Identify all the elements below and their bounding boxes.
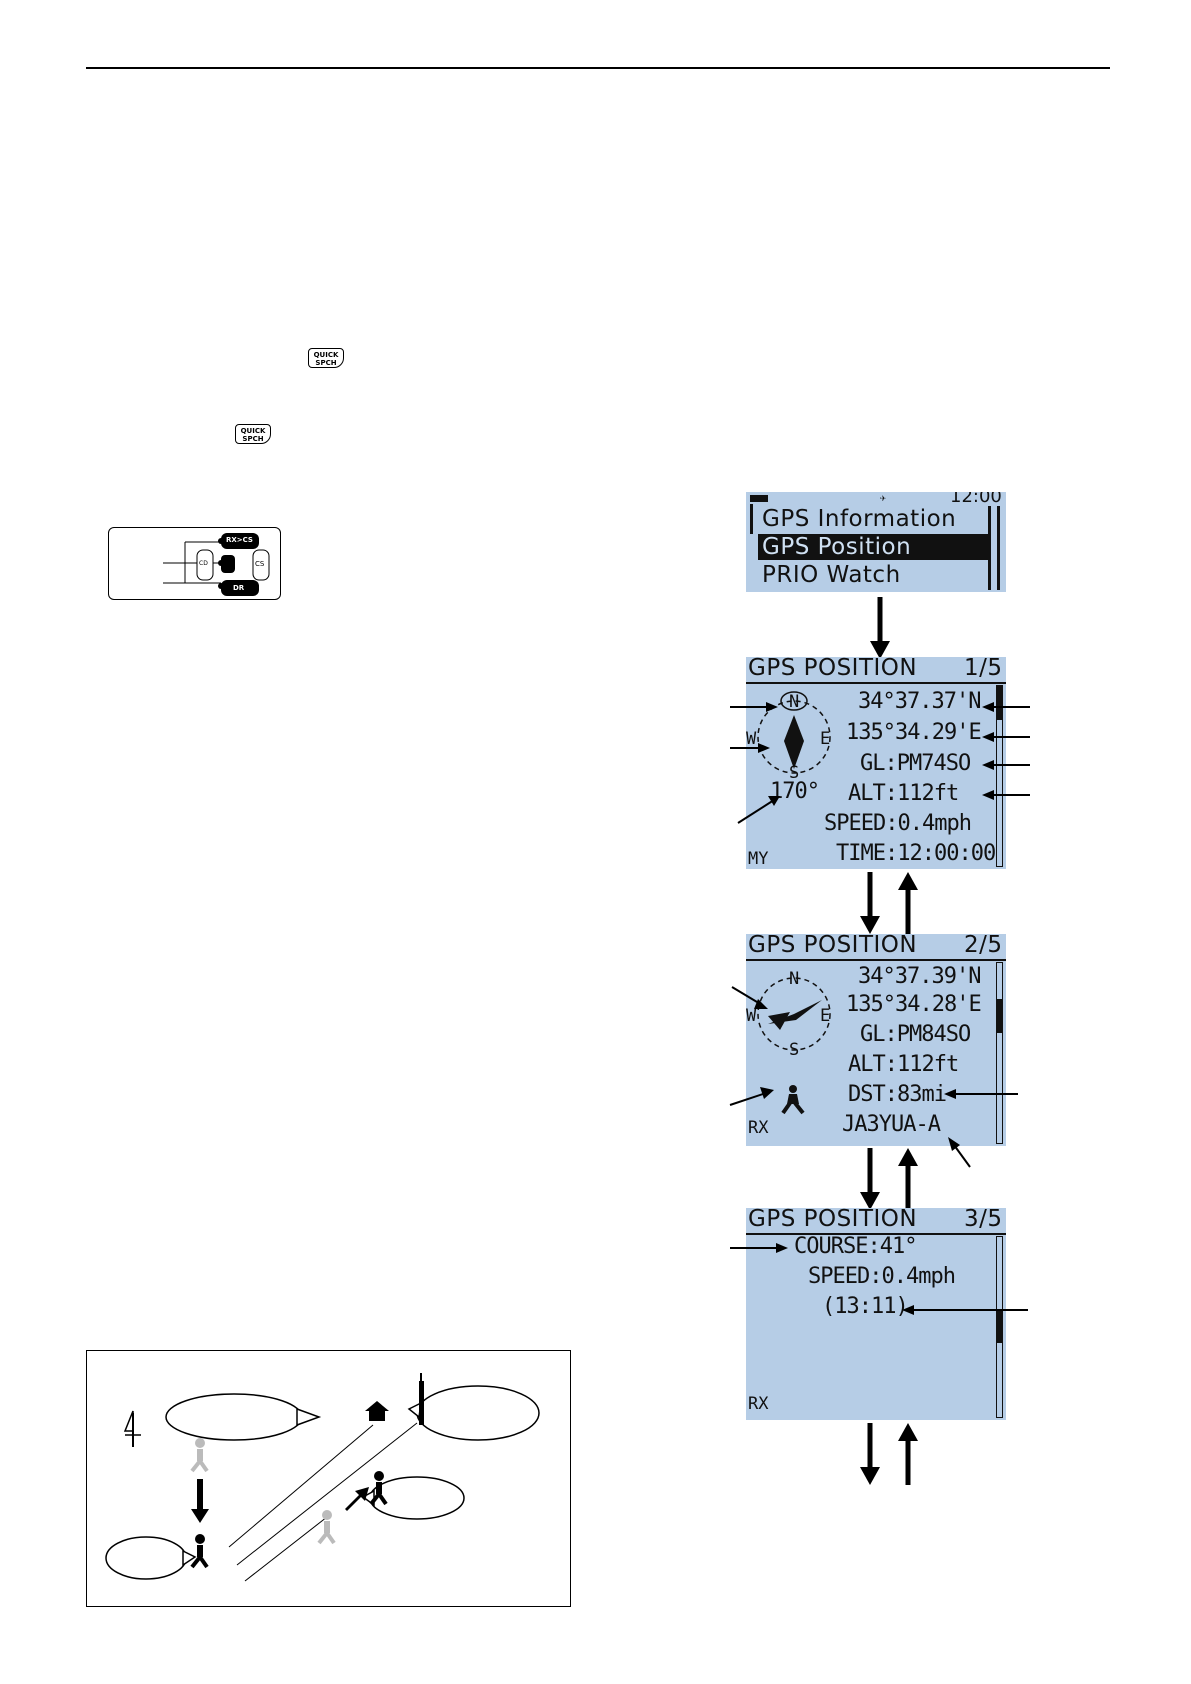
compass2-e: E [820,1006,831,1026]
callout-arrows-right-p2 [944,1089,1018,1168]
menu-item-gps-position[interactable]: GPS Position [758,534,990,560]
latitude: 34°37.37'N [858,689,981,714]
altitude-2: ALT:112ft [848,1052,959,1077]
status-time: 12:00 [950,492,1002,507]
latitude-2: 34°37.39'N [858,964,981,989]
down-arrow-icon [191,1479,209,1523]
menu-item-prio-watch[interactable]: PRIO Watch [762,562,901,588]
grid-locator: GL:PM74SO [860,751,971,776]
flow-arrows-updown-3 [860,1423,918,1485]
compass-icon-2 [757,977,831,1051]
scenario-illustration [86,1350,571,1607]
course: COURSE:41° [794,1234,917,1259]
compass-n: N [789,692,800,712]
house-icon [365,1401,389,1421]
flow-arrow-down [870,597,890,659]
compass2-n: N [789,969,800,989]
walker-icon [190,1534,209,1569]
compass2-w: W [746,1006,757,1026]
mode-label-3: RX [748,1394,769,1414]
callout-arrows-left-p2 [729,986,774,1106]
compass-icon [757,691,831,774]
diag-arrow-icon [345,1487,369,1511]
altitude: ALT:112ft [848,781,959,806]
lcd-gps-page1: GPS POSITION 1/5 N E W S 170° 34°37.37'N… [746,657,1006,869]
grid-locator-2: GL:PM84SO [860,1022,971,1047]
lcd-gps-page2: GPS POSITION 2/5 N E W S 34°37.39'N 135°… [746,934,1006,1146]
walker-faded-icon-2 [317,1510,336,1545]
heading-value: 170° [770,779,820,804]
compass-e: E [820,729,831,749]
compass2-s: S [789,1040,800,1060]
time: TIME:12:00:00 [836,841,996,866]
mode-label-2: RX [748,1118,769,1138]
mode-label: MY [748,849,769,869]
callout-arrow-right-p3 [902,1305,1028,1315]
speed: SPEED:0.4mph [824,811,972,836]
lcd-gps-page3: GPS POSITION 3/5 COURSE:41° SPEED:0.4mph… [746,1208,1006,1420]
compass-w: W [746,729,757,749]
page3-number: 3/5 [964,1208,1003,1232]
lcd-menu-screen: ✈ 12:00 GPS Information GPS Position PRI… [746,492,1006,592]
page3-title: GPS POSITION [748,1208,918,1232]
speech-bubble-tower [416,1385,540,1441]
distance: DST:83mi [848,1082,947,1107]
battery-icon [750,495,768,502]
north-arrow-icon [123,1410,141,1447]
walker-status-icon [781,1085,805,1115]
gps-icon: ✈ [880,493,887,504]
keypad-label-top: RX>CS [226,536,253,544]
page2-number: 2/5 [964,934,1003,958]
flow-arrows-updown-1 [860,872,918,934]
keypad-label-bottom: DR [233,584,245,592]
header-rule [86,67,1110,69]
callout-arrow-left-p3 [730,1243,788,1253]
menu-item-gps-information[interactable]: GPS Information [762,506,957,532]
speech-bubble-start [105,1536,187,1580]
walker-icon-2 [369,1471,388,1506]
keypad-label-right: CS [255,560,265,568]
longitude: 135°34.29'E [846,720,982,745]
callout-arrows-left-p1 [730,702,780,824]
page1-number: 1/5 [964,657,1003,681]
speech-bubble-home [165,1393,303,1441]
keypad-illustration: RX>CS CD CS DR [108,527,281,600]
longitude-2: 135°34.28'E [846,992,982,1017]
speed-3: SPEED:0.4mph [808,1264,956,1289]
walker-faded-icon [190,1438,209,1473]
elapsed: (13:11) [822,1294,909,1319]
page2-title: GPS POSITION [748,934,918,958]
callout-arrows-right-p1 [982,702,1030,800]
tower-icon [419,1373,424,1425]
page1-title: GPS POSITION [748,657,918,681]
status-bar: ✈ 12:00 [746,492,1006,507]
compass-s: S [789,763,800,783]
flow-arrows-updown-2 [860,1148,918,1210]
callsign: JA3YUA-A [842,1112,941,1137]
keypad-label-left: CD [199,560,208,567]
